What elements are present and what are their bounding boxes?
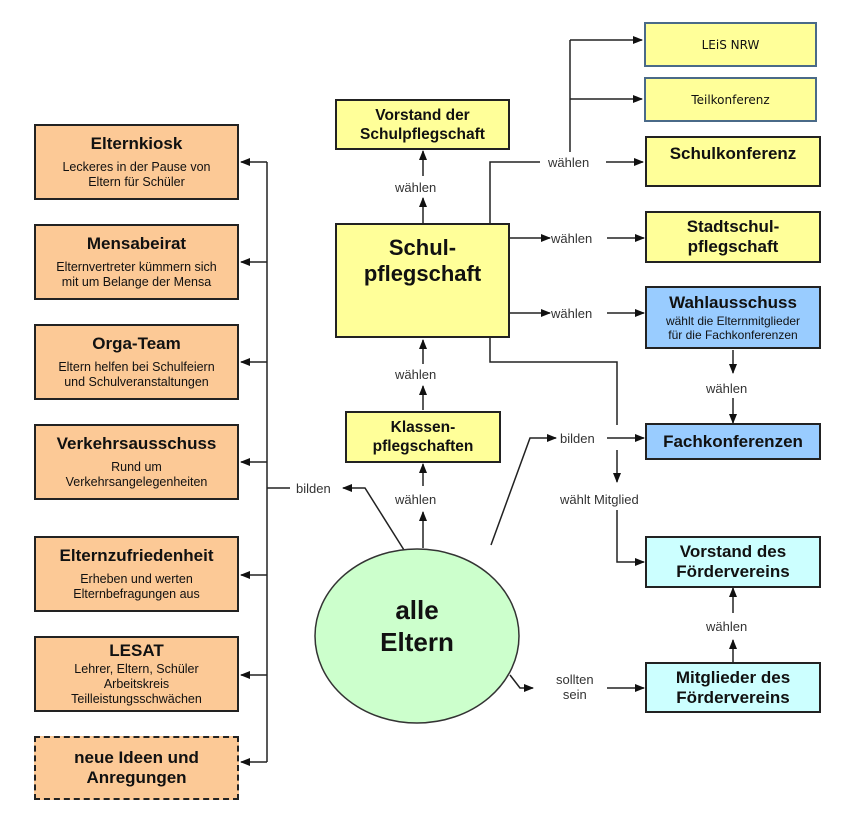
title: Mensabeirat: [86, 234, 187, 253]
label-waehlen-schulpfl: wählen: [395, 367, 437, 382]
title: Teilkonferenz: [691, 92, 770, 107]
title: Fachkonferenzen: [663, 431, 803, 451]
label-waehlen-schulkonferenz: wählen: [548, 155, 590, 170]
label-bilden-left: bilden: [296, 481, 331, 496]
label-waehlt-mitglied: wählt Mitglied: [560, 492, 639, 507]
title: LEiS NRW: [701, 37, 760, 52]
title: Orga-Team: [92, 334, 181, 353]
label-waehlen-klassen: wählen: [395, 492, 437, 507]
box-klassenpflegschaften: Klassen-pflegschaften: [345, 411, 501, 463]
title: Elternkiosk: [90, 134, 183, 153]
title: Schulkonferenz: [669, 144, 797, 163]
title: Stadtschul-pflegschaft: [686, 217, 780, 256]
line-schulpfl-schulkonferenz: [489, 161, 540, 223]
arrow-bilden-left: [342, 484, 405, 551]
box-leis-nrw: LEiS NRW: [644, 22, 817, 67]
box-schulpflegschaft: Schul-pflegschaft: [335, 223, 510, 338]
label-waehlen-wahlausschuss: wählen: [551, 306, 593, 321]
title: neue Ideen und Anregungen: [74, 748, 199, 787]
box-teilkonferenz: Teilkonferenz: [644, 77, 817, 122]
title: Schul-pflegschaft: [363, 235, 482, 286]
arrow-eltern-sollten-sein: [509, 674, 534, 692]
arrow-eltern-bilden-fach: [490, 434, 557, 546]
label-waehlen-vorstand-fv: wählen: [706, 619, 748, 634]
box-wahlausschuss: Wahlausschuss wählt die Elternmitglieder…: [645, 286, 821, 349]
box-neue-ideen: neue Ideen und Anregungen: [34, 736, 239, 800]
title: Wahlausschuss: [669, 293, 797, 312]
arrow-to-vorstand-foerderverein: [616, 510, 645, 566]
alle-eltern-ellipse: [314, 548, 520, 724]
box-mensabeirat: Mensabeirat Elternvertreter kümmern sich…: [34, 224, 239, 300]
box-vorstand-schulpflegschaft: Vorstand der Schulpflegschaft: [335, 99, 510, 150]
line-schulpfl-foerderverein: [489, 337, 618, 425]
title: Vorstand der Schulpflegschaft: [360, 106, 485, 143]
label-waehlen-stadt: wählen: [551, 231, 593, 246]
box-stadtschulpflegschaft: Stadtschul-pflegschaft: [645, 211, 821, 263]
title: LESAT: [109, 641, 164, 660]
label-waehlen-fach: wählen: [706, 381, 748, 396]
label-waehlen-vorstand: wählen: [395, 180, 437, 195]
box-schulkonferenz: Schulkonferenz: [645, 136, 821, 187]
title: Elternzufriedenheit: [59, 546, 214, 565]
title: Verkehrsausschuss: [56, 434, 217, 453]
box-fachkonferenzen: Fachkonferenzen: [645, 423, 821, 460]
label-bilden-fach: bilden: [560, 431, 595, 446]
title: Klassen-pflegschaften: [372, 419, 474, 455]
